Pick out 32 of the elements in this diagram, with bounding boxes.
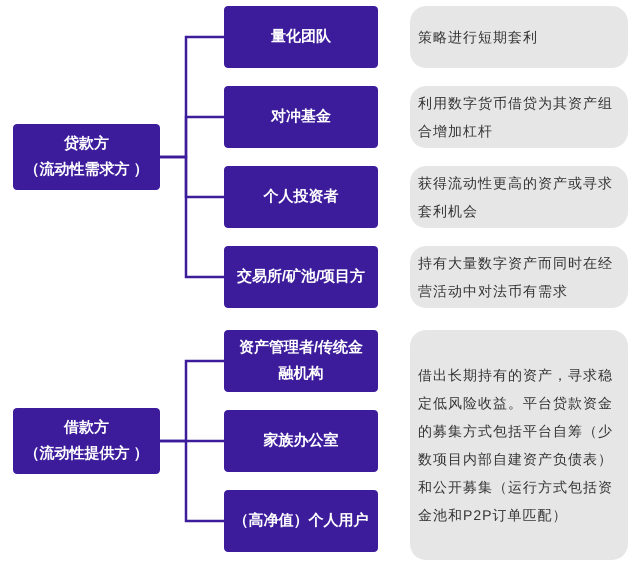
participant-label: 交易所/矿池/项目方 [236, 267, 366, 287]
category-label: 借款方 [64, 418, 109, 438]
description-text: 利用数字货币借贷为其资产组合增加杠杆 [418, 94, 614, 141]
description-card [410, 86, 628, 148]
category-label: 贷款方 [64, 134, 109, 154]
participant-box [224, 246, 378, 308]
category-label: （流动性需求方 ） [24, 160, 149, 180]
category-box [13, 124, 160, 190]
description-card [410, 166, 628, 228]
description-text: 借出长期持有的资产，寻求稳定低风险收益。平台贷款资金的募集方式包括平台自筹（少数项目内部自建资产负债表）和公开募集（运行方式包括资金池和P2P订单匹配） [418, 366, 614, 525]
participant-box [224, 166, 378, 228]
participant-box [224, 410, 378, 472]
participant-label: 家族办公室 [264, 430, 338, 451]
description-card [410, 330, 628, 560]
description-card [410, 246, 628, 308]
category-label: （流动性提供方 ） [24, 444, 149, 464]
participant-box [224, 490, 378, 552]
description-text: 持有大量数字资产而同时在经营活动中对法币有需求 [418, 254, 614, 301]
participant-label: （高净值）个人用户 [234, 511, 368, 531]
participant-box [224, 6, 378, 68]
participant-label: 对冲基金 [271, 107, 331, 127]
connector-line [160, 156, 224, 278]
description-card [410, 6, 628, 68]
participant-box [224, 86, 378, 148]
participant-box [224, 330, 378, 392]
description-text: 策略进行短期套利 [418, 28, 539, 47]
participant-label: 量化团队 [271, 27, 331, 47]
participant-label: 资产管理者/传统金融机构 [238, 338, 364, 384]
connector-line [160, 440, 224, 522]
description-text: 获得流动性更高的资产或寻求套利机会 [418, 174, 614, 221]
participant-label: 个人投资者 [264, 187, 338, 207]
category-box [13, 408, 160, 474]
